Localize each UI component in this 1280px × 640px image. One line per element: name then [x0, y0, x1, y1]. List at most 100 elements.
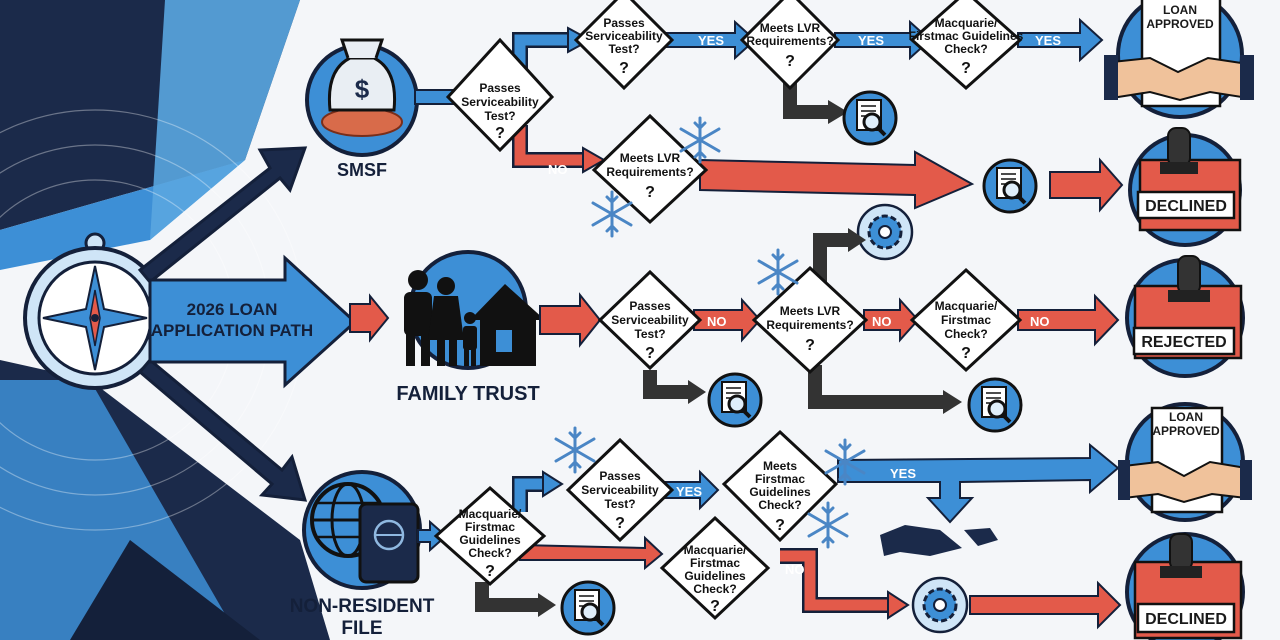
svg-text:Firstmac: Firstmac — [941, 313, 991, 327]
bg-navy-corner — [70, 540, 260, 640]
gear-icon — [911, 576, 969, 634]
svg-text:?: ? — [645, 345, 655, 362]
document-magnifier-icon — [707, 372, 763, 428]
document-magnifier-icon — [842, 90, 898, 146]
globe-passport-icon — [302, 470, 422, 590]
bg-blue-panel-bottom — [0, 380, 240, 640]
nr-no: NO — [785, 562, 805, 577]
svg-text:Test?: Test? — [604, 497, 635, 511]
decision-nr-firstmac-guidelines: Meets Firstmac Guidelines Check? ? — [721, 429, 839, 543]
svg-text:Meets LVR: Meets LVR — [620, 151, 681, 165]
svg-text:?: ? — [785, 53, 795, 70]
svg-text:Test?: Test? — [608, 42, 639, 56]
rejected-label: REJECTED — [1141, 334, 1226, 351]
decision-ft-macquarie: Macquarie/ Firstmac Check? ? — [909, 267, 1023, 373]
svg-text:Firstmac: Firstmac — [690, 556, 740, 570]
approved1-line1: LOAN — [1163, 3, 1197, 17]
svg-text:Guidelines: Guidelines — [749, 485, 811, 499]
title-arrow — [148, 254, 358, 389]
svg-text:Firstmac: Firstmac — [465, 520, 515, 534]
decision-ft-serviceability: Passes Serviceability Test? ? — [597, 269, 703, 371]
decision-smsf-serviceability: Passes Serviceability Test? ? — [445, 37, 555, 153]
family-house-icon — [404, 250, 545, 370]
document-magnifier-icon — [982, 158, 1038, 214]
svg-text:Meets: Meets — [763, 459, 797, 473]
ft-no-1: NO — [707, 314, 727, 329]
svg-text:Serviceability: Serviceability — [581, 483, 659, 497]
svg-text:Firstmac Guidelines: Firstmac Guidelines — [909, 29, 1024, 43]
decision-smsf-lvr-no-branch: Meets LVR Requirements? ? — [591, 113, 709, 225]
decision-smsf-serviceability-top: Passes Serviceability Test? ? — [573, 0, 675, 91]
document-magnifier-icon — [560, 580, 616, 636]
document-magnifier-icon — [967, 377, 1023, 433]
entity-non-resident-line2: FILE — [341, 618, 382, 639]
handshake-icon — [1118, 402, 1252, 522]
svg-text:?: ? — [615, 515, 625, 532]
stamp-icon — [1125, 532, 1245, 640]
svg-text:Passes: Passes — [479, 81, 521, 95]
svg-text:Check?: Check? — [944, 327, 987, 341]
non-resident-arrows — [417, 442, 1122, 630]
svg-text:?: ? — [710, 598, 720, 615]
main-branch-arrows — [137, 146, 308, 502]
svg-text:?: ? — [495, 125, 505, 142]
approved2-line2: APPROVED — [1152, 424, 1220, 438]
handshake-icon — [1104, 0, 1254, 119]
entity-family-trust: FAMILY TRUST — [396, 383, 539, 405]
svg-text:?: ? — [775, 517, 785, 534]
svg-text:Guidelines: Guidelines — [684, 569, 746, 583]
bg-blue-wedge — [150, 0, 300, 240]
declined1-label: DECLINED — [1145, 198, 1227, 215]
svg-text:?: ? — [961, 345, 971, 362]
svg-text:Macquarie/: Macquarie/ — [459, 507, 522, 521]
svg-text:?: ? — [961, 60, 971, 77]
approved1-line2: APPROVED — [1146, 17, 1214, 31]
money-bag-icon: $ — [305, 38, 419, 157]
svg-text:Macquarie/: Macquarie/ — [935, 299, 998, 313]
svg-text:Requirements?: Requirements? — [606, 165, 693, 179]
svg-text:Requirements?: Requirements? — [766, 318, 853, 332]
svg-text:Check?: Check? — [693, 582, 736, 596]
ft-no-2: NO — [872, 314, 892, 329]
svg-text:Passes: Passes — [599, 469, 641, 483]
entity-non-resident-line1: NON-RESIDENT — [290, 596, 435, 617]
svg-text:Guidelines: Guidelines — [459, 533, 521, 547]
decision-smsf-lvr-top: Meets LVR Requirements? ? — [739, 0, 841, 91]
declined2-label: DECLINED — [1145, 611, 1227, 628]
svg-text:Test?: Test? — [484, 109, 515, 123]
svg-text:Serviceability: Serviceability — [461, 95, 539, 109]
svg-text:Check?: Check? — [468, 546, 511, 560]
title-line1: 2026 LOAN — [187, 300, 278, 319]
svg-text:?: ? — [805, 337, 815, 354]
decision-nr-macquarie-2: Macquarie/ Firstmac Guidelines Check? ? — [659, 515, 771, 621]
svg-text:Serviceability: Serviceability — [611, 313, 689, 327]
svg-text:?: ? — [485, 563, 495, 580]
family-trust-arrows — [349, 292, 1120, 414]
ft-no-3: NO — [1030, 314, 1050, 329]
svg-text:?: ? — [619, 60, 629, 77]
smsf-yes-3: YES — [1035, 33, 1061, 48]
gear-icon — [856, 203, 914, 261]
entity-smsf: SMSF — [337, 160, 387, 180]
stamp-icon — [1125, 255, 1245, 378]
svg-text:Meets LVR: Meets LVR — [760, 21, 821, 35]
svg-text:Passes: Passes — [603, 16, 645, 30]
compass-icon — [23, 232, 167, 390]
decision-ft-lvr: Meets LVR Requirements? ? — [751, 265, 869, 375]
decision-nr-macquarie: Macquarie/ Firstmac Guidelines Check? ? — [433, 485, 547, 587]
nr-yes-1: YES — [676, 484, 702, 499]
decision-smsf-macquarie-top: Macquarie/ Firstmac Guidelines Check? ? — [909, 0, 1024, 91]
svg-text:Check?: Check? — [944, 42, 987, 56]
svg-text:Requirements?: Requirements? — [746, 34, 833, 48]
smsf-yes-2: YES — [858, 33, 884, 48]
title-line2: APPLICATION PATH — [151, 321, 313, 340]
svg-text:Passes: Passes — [629, 299, 671, 313]
svg-text:Firstmac: Firstmac — [755, 472, 805, 486]
smsf-yes-1: YES — [698, 33, 724, 48]
svg-text:?: ? — [645, 184, 655, 201]
svg-text:Serviceability: Serviceability — [585, 29, 663, 43]
nr-yes-2: YES — [890, 466, 916, 481]
stamp-icon — [1128, 127, 1242, 247]
